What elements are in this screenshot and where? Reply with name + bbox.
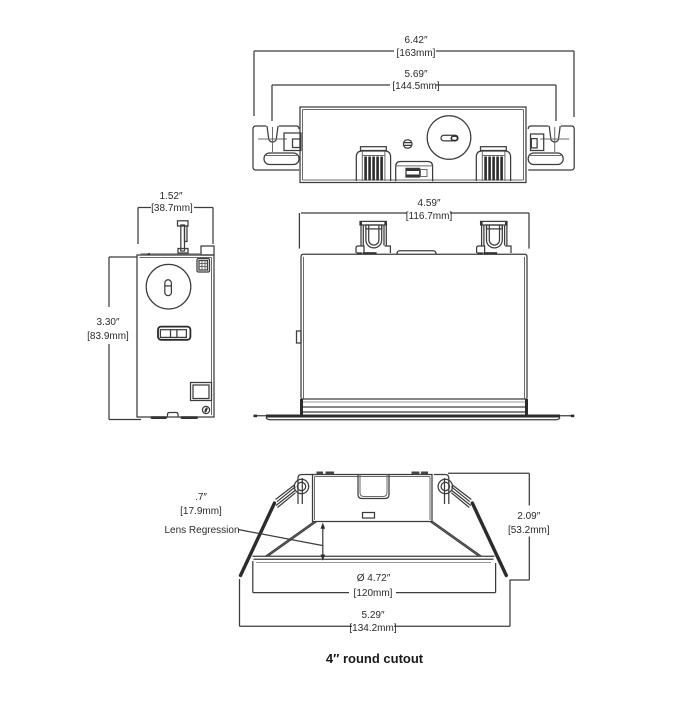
- svg-text:[53.2mm]: [53.2mm]: [508, 525, 550, 536]
- svg-text:[116.7mm]: [116.7mm]: [406, 211, 453, 222]
- svg-text:6.42″: 6.42″: [404, 35, 427, 46]
- svg-text:[17.9mm]: [17.9mm]: [180, 506, 222, 517]
- svg-text:1.52″: 1.52″: [159, 191, 182, 202]
- svg-text:[38.7mm]: [38.7mm]: [151, 203, 193, 214]
- svg-text:[144.5mm]: [144.5mm]: [392, 81, 439, 92]
- svg-text:[83.9mm]: [83.9mm]: [87, 331, 129, 342]
- svg-text:[134.2mm]: [134.2mm]: [349, 623, 396, 634]
- svg-text:2.09″: 2.09″: [517, 511, 540, 522]
- svg-text:4.59″: 4.59″: [417, 198, 440, 209]
- svg-text:.7″: .7″: [195, 492, 207, 503]
- svg-text:5.29″: 5.29″: [361, 610, 384, 621]
- svg-text:5.69″: 5.69″: [404, 69, 427, 80]
- svg-text:[120mm]: [120mm]: [354, 588, 393, 599]
- svg-text:Lens Regression: Lens Regression: [164, 525, 239, 536]
- svg-text:[163mm]: [163mm]: [397, 48, 436, 59]
- svg-text:3.30″: 3.30″: [96, 317, 119, 328]
- svg-text:4″ round cutout: 4″ round cutout: [326, 651, 424, 666]
- svg-text:Ø 4.72″: Ø 4.72″: [357, 573, 391, 584]
